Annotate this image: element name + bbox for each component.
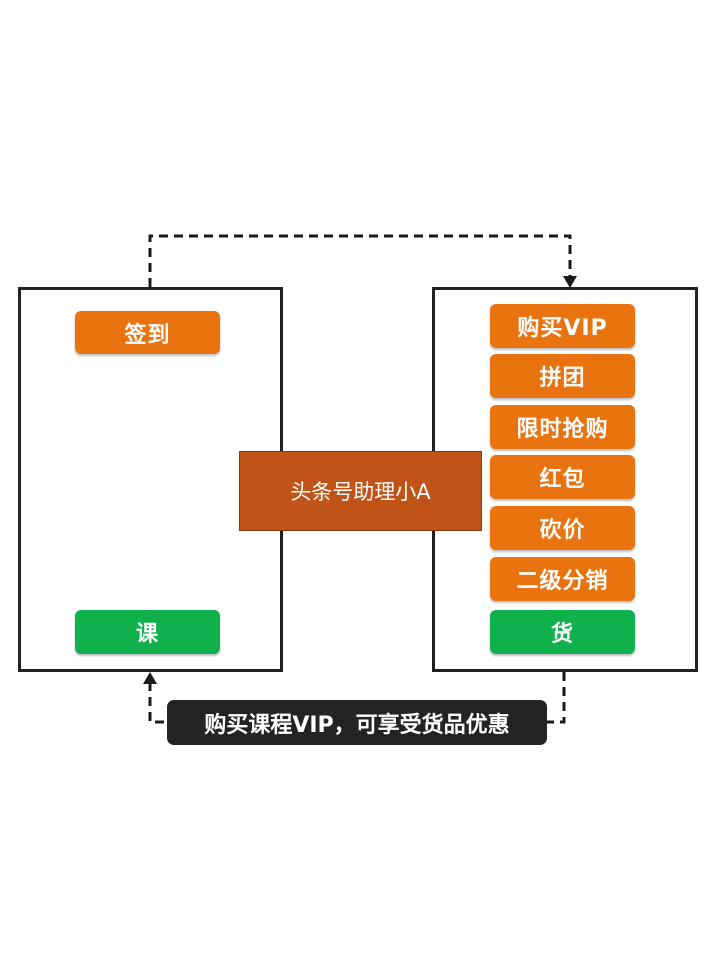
top-dashed-connector	[148, 234, 572, 287]
group-buy-item: 拼团	[490, 354, 635, 398]
flash-sale-item: 限时抢购	[490, 405, 635, 449]
distribution-item: 二级分销	[490, 557, 635, 601]
checkin-item: 签到	[75, 311, 220, 354]
center-label-box: 头条号助理小A	[239, 451, 482, 531]
caption-text: 购买课程VIP，可享受货品优惠	[204, 712, 510, 738]
buy-vip-item: 购买VIP	[490, 304, 635, 348]
top-arrowhead	[563, 276, 577, 288]
course-item: 课	[75, 610, 220, 654]
red-packet-item: 红包	[490, 455, 635, 499]
center-label: 头条号助理小A	[290, 480, 431, 504]
caption-banner: 购买课程VIP，可享受货品优惠	[167, 700, 547, 745]
bottom-arrowhead	[143, 672, 157, 684]
goods-item: 货	[490, 610, 635, 654]
bargain-item: 砍价	[490, 506, 635, 550]
